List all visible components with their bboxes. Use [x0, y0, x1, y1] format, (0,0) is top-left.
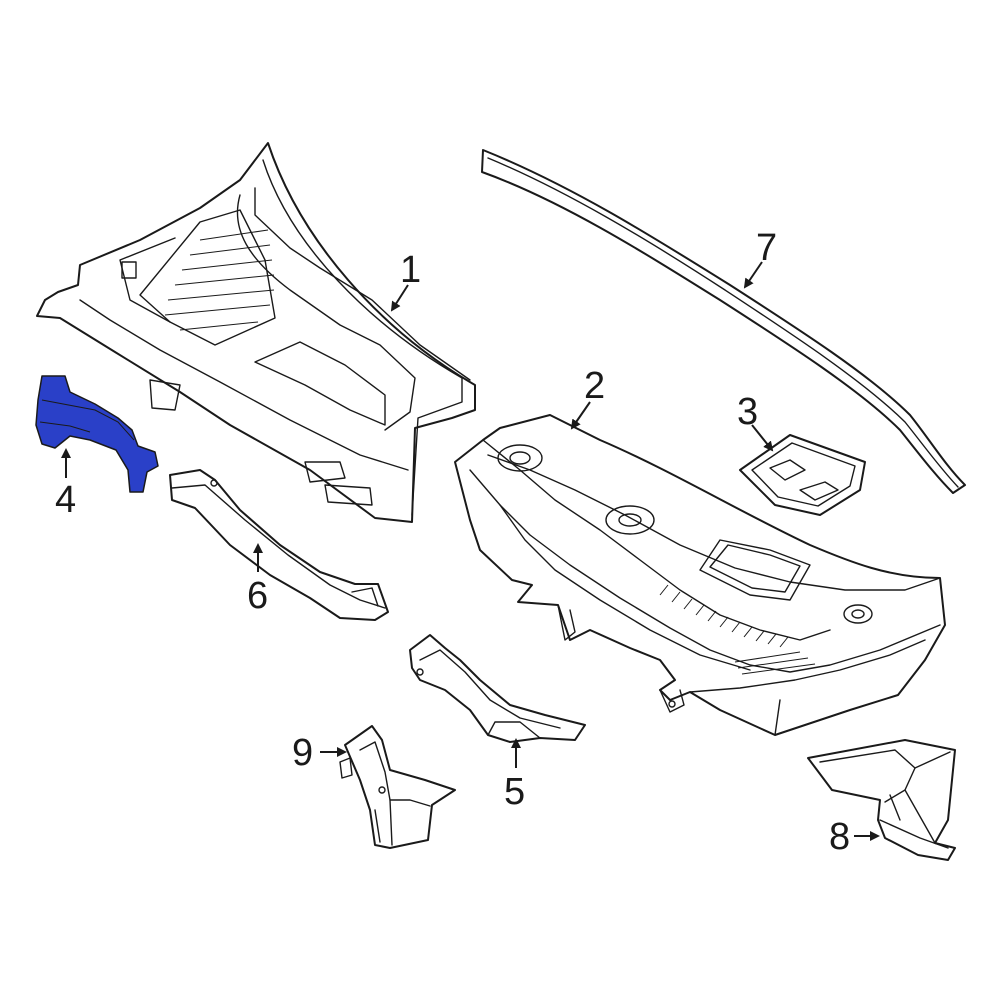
part-1-left-cowl-panel [36, 142, 476, 523]
part-7-seal-strip [481, 149, 966, 494]
leader-1 [390, 284, 409, 312]
callout-labels: 1 2 3 4 5 6 7 8 9 [55, 227, 850, 858]
part-5-center-bracket [409, 634, 586, 743]
part-4-highlighted-bracket [35, 375, 159, 493]
part-6-left-channel [169, 469, 389, 621]
part-3-cover [739, 434, 866, 516]
callout-2: 2 [584, 365, 605, 407]
callout-8: 8 [829, 816, 850, 858]
part-2-cowl-panel [454, 414, 946, 736]
callout-6: 6 [247, 575, 268, 617]
callout-leaders [61, 261, 880, 841]
callout-9: 9 [292, 732, 313, 774]
leader-7 [743, 261, 763, 289]
part-8-duct [807, 739, 956, 861]
callout-5: 5 [504, 771, 525, 813]
callout-4: 4 [55, 479, 76, 521]
leader-3 [751, 424, 774, 452]
callout-3: 3 [737, 391, 758, 433]
leader-2 [570, 401, 591, 430]
part-1-hatching [164, 229, 275, 331]
callout-1: 1 [400, 249, 421, 291]
part-2-grille-hatching [659, 584, 816, 675]
part-9-lower-bracket [339, 725, 456, 849]
callout-7: 7 [756, 227, 777, 269]
